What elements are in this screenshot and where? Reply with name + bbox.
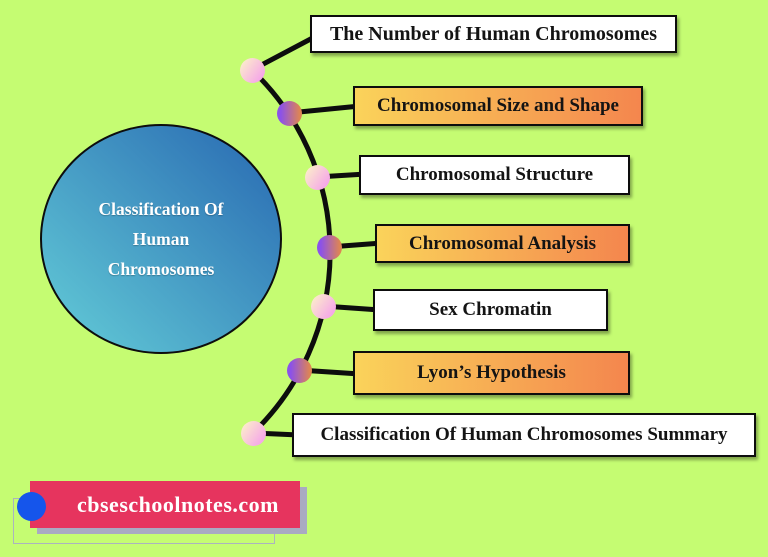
topic-label: Lyon’s Hypothesis: [417, 362, 566, 383]
central-topic-line: Human: [132, 229, 190, 249]
central-topic-circle: Classification Of Human Chromosomes: [40, 124, 282, 354]
central-topic-line: Chromosomes: [107, 259, 215, 279]
topic-box-number-of-chromosomes: The Number of Human Chromosomes: [310, 15, 677, 53]
topic-box-structure: Chromosomal Structure: [359, 155, 630, 195]
topic-box-sex-chromatin: Sex Chromatin: [373, 289, 608, 331]
spine-node-1: [240, 58, 265, 83]
spine-node-3: [305, 165, 330, 190]
topic-label: Chromosomal Size and Shape: [377, 95, 619, 116]
topic-label: Chromosomal Analysis: [408, 232, 597, 254]
spine-node-2: [277, 101, 302, 126]
topic-box-summary: Classification Of Human Chromosomes Summ…: [292, 413, 756, 457]
spine-node-4: [317, 235, 342, 260]
topic-box-size-and-shape: Chromosomal Size and Shape: [353, 86, 643, 126]
topic-label: Chromosomal Structure: [395, 164, 594, 185]
site-dot-icon: [17, 492, 46, 521]
topic-box-analysis: Chromosomal Analysis: [375, 224, 630, 263]
spine-node-5: [311, 294, 336, 319]
topic-label: Classification Of Human Chromosomes Summ…: [320, 424, 728, 445]
site-name: cbseschoolnotes.com: [77, 491, 279, 517]
topic-box-lyons-hypothesis: Lyon’s Hypothesis: [353, 351, 630, 395]
topic-label: Sex Chromatin: [429, 299, 552, 320]
central-topic-line: Classification Of: [98, 199, 224, 219]
topic-label: The Number of Human Chromosomes: [329, 22, 658, 45]
site-banner: cbseschoolnotes.com: [30, 481, 300, 528]
spine-node-6: [287, 358, 312, 383]
spine-node-7: [241, 421, 266, 446]
